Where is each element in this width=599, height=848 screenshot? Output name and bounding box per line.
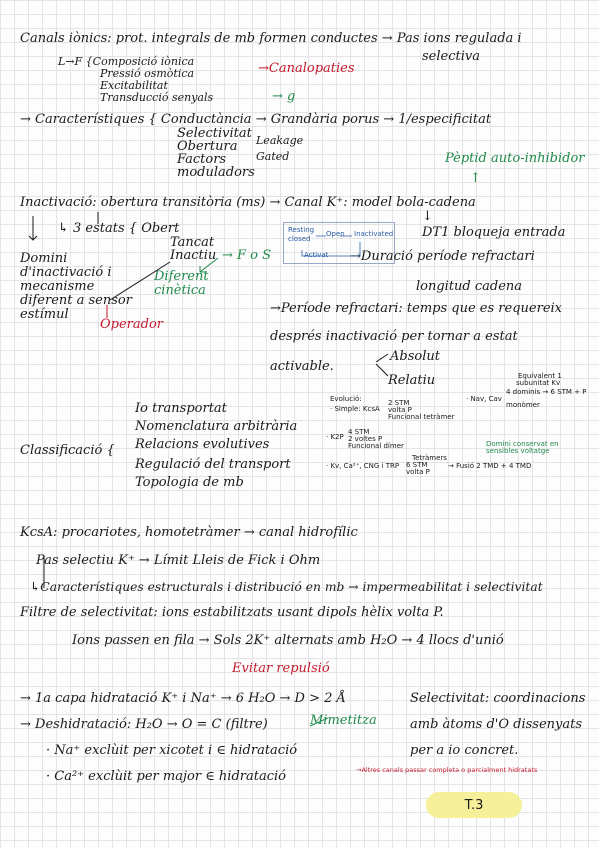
line-gated: Gated bbox=[256, 150, 290, 163]
line-io-transportat: Io transportat bbox=[135, 401, 227, 416]
line-cinetica: cinètica bbox=[154, 283, 206, 298]
evo-simple: · Simple: KcsA bbox=[330, 405, 380, 413]
line-amb-atoms: amb àtoms d'O dissenyats bbox=[410, 717, 583, 732]
line-g: → g bbox=[272, 89, 296, 104]
line-filtre: Filtre de selectivitat: ions estabilitza… bbox=[20, 605, 444, 620]
evo-fusio: → Fusió 2 TMD + 4 TMD bbox=[448, 462, 532, 470]
line-per-a-io: per a io concret. bbox=[410, 743, 519, 758]
evo-domini: Domini conservat en bbox=[486, 440, 559, 448]
line-absolut: Absolut bbox=[390, 349, 440, 364]
line-longitud: longitud cadena bbox=[416, 279, 523, 294]
line-ca-exclos: · Ca²⁺ exclùit per major ∈ hidratació bbox=[46, 769, 286, 784]
evo-title: Evolució: bbox=[330, 395, 362, 403]
line-inactiu: Inactiu bbox=[170, 248, 217, 263]
line-activable: activable. bbox=[270, 359, 334, 374]
evo-kv-b: volta P bbox=[406, 468, 430, 476]
evo-simple-b: volta P bbox=[388, 406, 412, 414]
evo-kv: · Kv, Ca²⁺, CNG i TRP bbox=[326, 462, 400, 470]
line-duracio: →Duració període refractari bbox=[350, 249, 535, 264]
evo-k2p: · K2P bbox=[326, 433, 344, 441]
line-transduccio: Transducció senyals bbox=[100, 91, 214, 104]
evo-kv-a: 6 STM bbox=[406, 461, 428, 469]
line-selectivitat-coord: Selectivitat: coordinacions bbox=[410, 691, 586, 706]
line-diferent: Diferent bbox=[154, 269, 209, 284]
state-inactivated: Inactivated bbox=[354, 230, 394, 238]
line-altres-canals: →Altres canals passar completa o parcial… bbox=[356, 766, 538, 774]
line-peptid: Pèptid auto-inhibidor bbox=[445, 151, 585, 166]
evo-nav: · Nav, Cav bbox=[466, 395, 502, 403]
line-mimetitza: Mimetitza bbox=[310, 713, 377, 728]
line-estimul: estímul bbox=[20, 307, 69, 322]
line-pas-selectiu: Pas selectiu K⁺ → Límit Lleis de Fick i … bbox=[36, 553, 321, 568]
state-activat: Activat bbox=[304, 251, 329, 259]
page-tag: T.3 bbox=[426, 792, 522, 818]
line-factors: Factors bbox=[177, 152, 227, 167]
evo-simple-c: Funcional tetràmer bbox=[388, 413, 455, 421]
line-ions-passen: Ions passen en fila → Sols 2K⁺ alternats… bbox=[72, 633, 504, 648]
line-excitabilitat: Excitabilitat bbox=[100, 79, 168, 92]
evo-k2p-a: 4 STM bbox=[348, 428, 370, 436]
arrow-canalk: ↓ bbox=[422, 209, 433, 224]
line-composicio: L→F {Composició iònica bbox=[58, 55, 195, 68]
state-diagram: Resting closed Open Inactivated Activat bbox=[283, 222, 395, 264]
line-caracteristiques-estructurals: ↳Característiques estructurals i distrib… bbox=[30, 580, 543, 594]
line-obertura: Obertura bbox=[177, 139, 238, 154]
line-3-estats: ↳ 3 estats { Obert bbox=[58, 221, 180, 236]
line-regulacio: Regulació del transport bbox=[135, 457, 291, 472]
line-operador: Operador bbox=[100, 317, 164, 332]
line-deshidratacio: → Deshidratació: H₂O → O = C (filtre) bbox=[20, 717, 268, 732]
line-domini: Domini bbox=[20, 251, 68, 266]
state-resting: Resting closed bbox=[288, 226, 315, 243]
line-tancat: Tancat bbox=[170, 235, 215, 250]
line-selectivitat: Selectivitat bbox=[177, 126, 252, 141]
evo-tetramers: Tetràmers bbox=[412, 454, 447, 462]
line-relacions: Relacions evolutives bbox=[135, 437, 270, 452]
evo-simple-a: 2 STM bbox=[388, 399, 410, 407]
line-topologia: Topologia de mb bbox=[135, 475, 244, 490]
line-pressio: Pressió osmòtica bbox=[100, 67, 195, 80]
line-periode: →Període refractari: temps que es requer… bbox=[270, 301, 562, 316]
line-leakage: Leakage bbox=[256, 134, 304, 147]
line-despres: després inactivació per tornar a estat bbox=[270, 329, 518, 344]
line-1a-capa: → 1a capa hidratació K⁺ i Na⁺ → 6 H₂O → … bbox=[20, 691, 346, 706]
line-selectiva: selectiva bbox=[422, 49, 480, 64]
line-kcsa: KcsA: procariotes, homotetràmer → canal … bbox=[20, 525, 358, 540]
line-inactivacio: Inactivació: obertura transitòria (ms) →… bbox=[20, 195, 476, 210]
line-classificacio: Classificació { bbox=[20, 443, 115, 458]
line-fos: → F o S bbox=[222, 248, 272, 263]
line-canals-ionics: Canals iònics: prot. integrals de mb for… bbox=[20, 31, 522, 46]
evo-k2p-c: Funcional dímer bbox=[348, 442, 404, 450]
state-open: Open bbox=[326, 230, 345, 238]
evo-dominis: 4 dominis → 6 STM + P bbox=[506, 388, 587, 396]
line-dt1: DT1 bloqueja entrada bbox=[422, 225, 566, 240]
line-relatiu: Relatiu bbox=[388, 373, 436, 388]
evo-equivalent: Equivalent 1 bbox=[518, 372, 562, 380]
line-caracteristiques: → Característiques { Conductància → Gran… bbox=[20, 112, 492, 127]
line-dinactivacio: d'inactivació i bbox=[20, 265, 112, 280]
line-nomenclatura: Nomenclatura arbitrària bbox=[135, 419, 298, 434]
evo-k2p-b: 2 voltes P bbox=[348, 435, 383, 443]
line-mecanisme: mecanisme bbox=[20, 279, 95, 294]
evo-subunitat: subunitat Kv bbox=[516, 379, 561, 387]
evo-sensibles: sensibles voltatge bbox=[486, 447, 550, 455]
line-diferent-sensor: diferent a sensor bbox=[20, 293, 132, 308]
line-evitar-repulsio: Evitar repulsió bbox=[232, 661, 330, 676]
line-moduladors: moduladors bbox=[177, 165, 255, 180]
line-na-exclos: · Na⁺ exclùit per xicotet i ∈ hidratació bbox=[46, 743, 298, 758]
line-canalopaties: →Canalopaties bbox=[258, 61, 355, 76]
evo-monomer: monòmer bbox=[506, 401, 540, 409]
arrow-peptid: ↑ bbox=[470, 171, 481, 186]
